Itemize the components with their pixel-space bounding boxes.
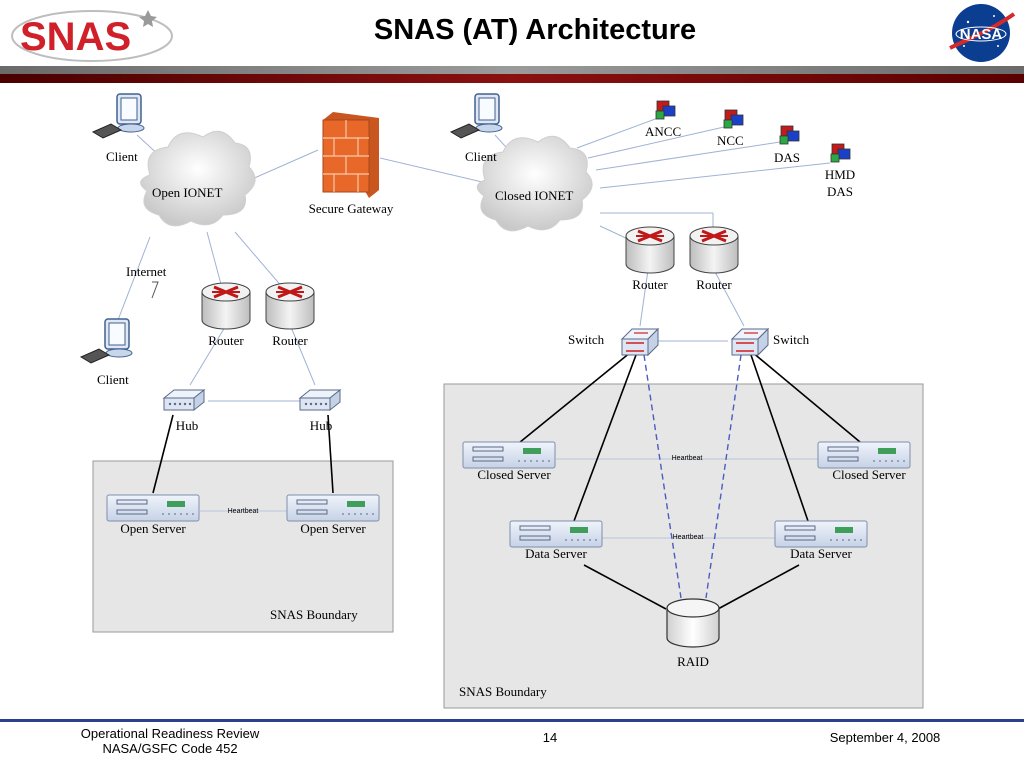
router-icon (200, 281, 252, 331)
router-icon (624, 225, 676, 275)
client-label: Client (465, 149, 497, 164)
router-icon (688, 225, 740, 275)
secure-gateway-label: Secure Gateway (308, 201, 394, 216)
data-server-icon (509, 520, 603, 548)
internet-label: Internet (126, 264, 167, 279)
switch-icon (621, 328, 659, 356)
footer-review-title: Operational Readiness Review (80, 726, 260, 741)
raid-icon (666, 598, 720, 648)
hmd-label: HMD (824, 167, 856, 182)
footer-code: NASA/GSFC Code 452 (102, 741, 238, 756)
snas-logo: SNAS (11, 10, 173, 62)
closed-ionet-label: Closed IONET (495, 188, 574, 203)
hub-icon (163, 389, 205, 411)
router-icon (264, 281, 316, 331)
open-ionet-label: Open IONET (152, 185, 223, 200)
page-number: 14 (542, 730, 558, 745)
hmd-das-pc-icon (830, 143, 851, 163)
das-pc-icon (779, 125, 800, 145)
client-computer-icon (92, 93, 145, 139)
ancc-pc-icon (655, 100, 676, 120)
header-bar-gray (0, 66, 1024, 74)
data-server-label: Data Server (790, 546, 852, 561)
firewall-icon (322, 112, 379, 198)
router-label: Router (208, 333, 244, 348)
ncc-label: NCC (717, 133, 744, 148)
ncc-pc-icon (723, 109, 744, 129)
open-ionet-cloud (140, 130, 256, 227)
svg-text:NASA: NASA (960, 26, 1003, 43)
boundary-label: SNAS Boundary (459, 684, 547, 699)
black-links (152, 351, 867, 610)
open-server-icon (286, 494, 380, 522)
open-server-label: Open Server (300, 521, 366, 536)
footer-divider (0, 719, 1024, 722)
router-label: Router (272, 333, 308, 348)
nasa-logo: NASA (949, 4, 1016, 62)
das-label: DAS (774, 150, 801, 165)
closed-server-label: Closed Server (832, 467, 906, 482)
client-label: Client (97, 372, 129, 387)
router-label: Router (632, 277, 668, 292)
hub-icon (299, 389, 341, 411)
footer-date: September 4, 2008 (829, 730, 941, 745)
hub-label: Hub (309, 418, 333, 433)
heartbeat-label: Heartbeat (672, 534, 704, 541)
closed-ionet-cloud (476, 135, 593, 232)
boundary-label: SNAS Boundary (270, 607, 358, 622)
header-bar-red (0, 74, 1024, 83)
client-computer-icon (450, 93, 503, 139)
router-label: Router (696, 277, 732, 292)
ancc-label: ANCC (645, 124, 682, 139)
closed-server-icon (462, 441, 556, 469)
data-server-icon (774, 520, 868, 548)
heartbeat-label: Heartbeat (227, 508, 259, 515)
open-snas-boundary (92, 460, 394, 633)
open-server-icon (106, 494, 200, 522)
heartbeat-label: Heartbeat (671, 455, 703, 462)
data-server-label: Data Server (525, 546, 587, 561)
hmd-das-label: DAS (826, 184, 854, 199)
svg-text:SNAS: SNAS (20, 15, 131, 59)
raid-label: RAID (677, 654, 709, 669)
internet-link-marker (151, 281, 159, 299)
closed-server-icon (817, 441, 911, 469)
hub-label: Hub (175, 418, 199, 433)
switch-label: Switch (773, 332, 810, 347)
client-computer-icon (80, 318, 133, 364)
closed-server-label: Closed Server (477, 467, 551, 482)
switch-label: Switch (568, 332, 605, 347)
switch-icon (731, 328, 769, 356)
open-server-label: Open Server (120, 521, 186, 536)
client-label: Client (106, 149, 138, 164)
slide-title: SNAS (AT) Architecture (373, 14, 697, 46)
